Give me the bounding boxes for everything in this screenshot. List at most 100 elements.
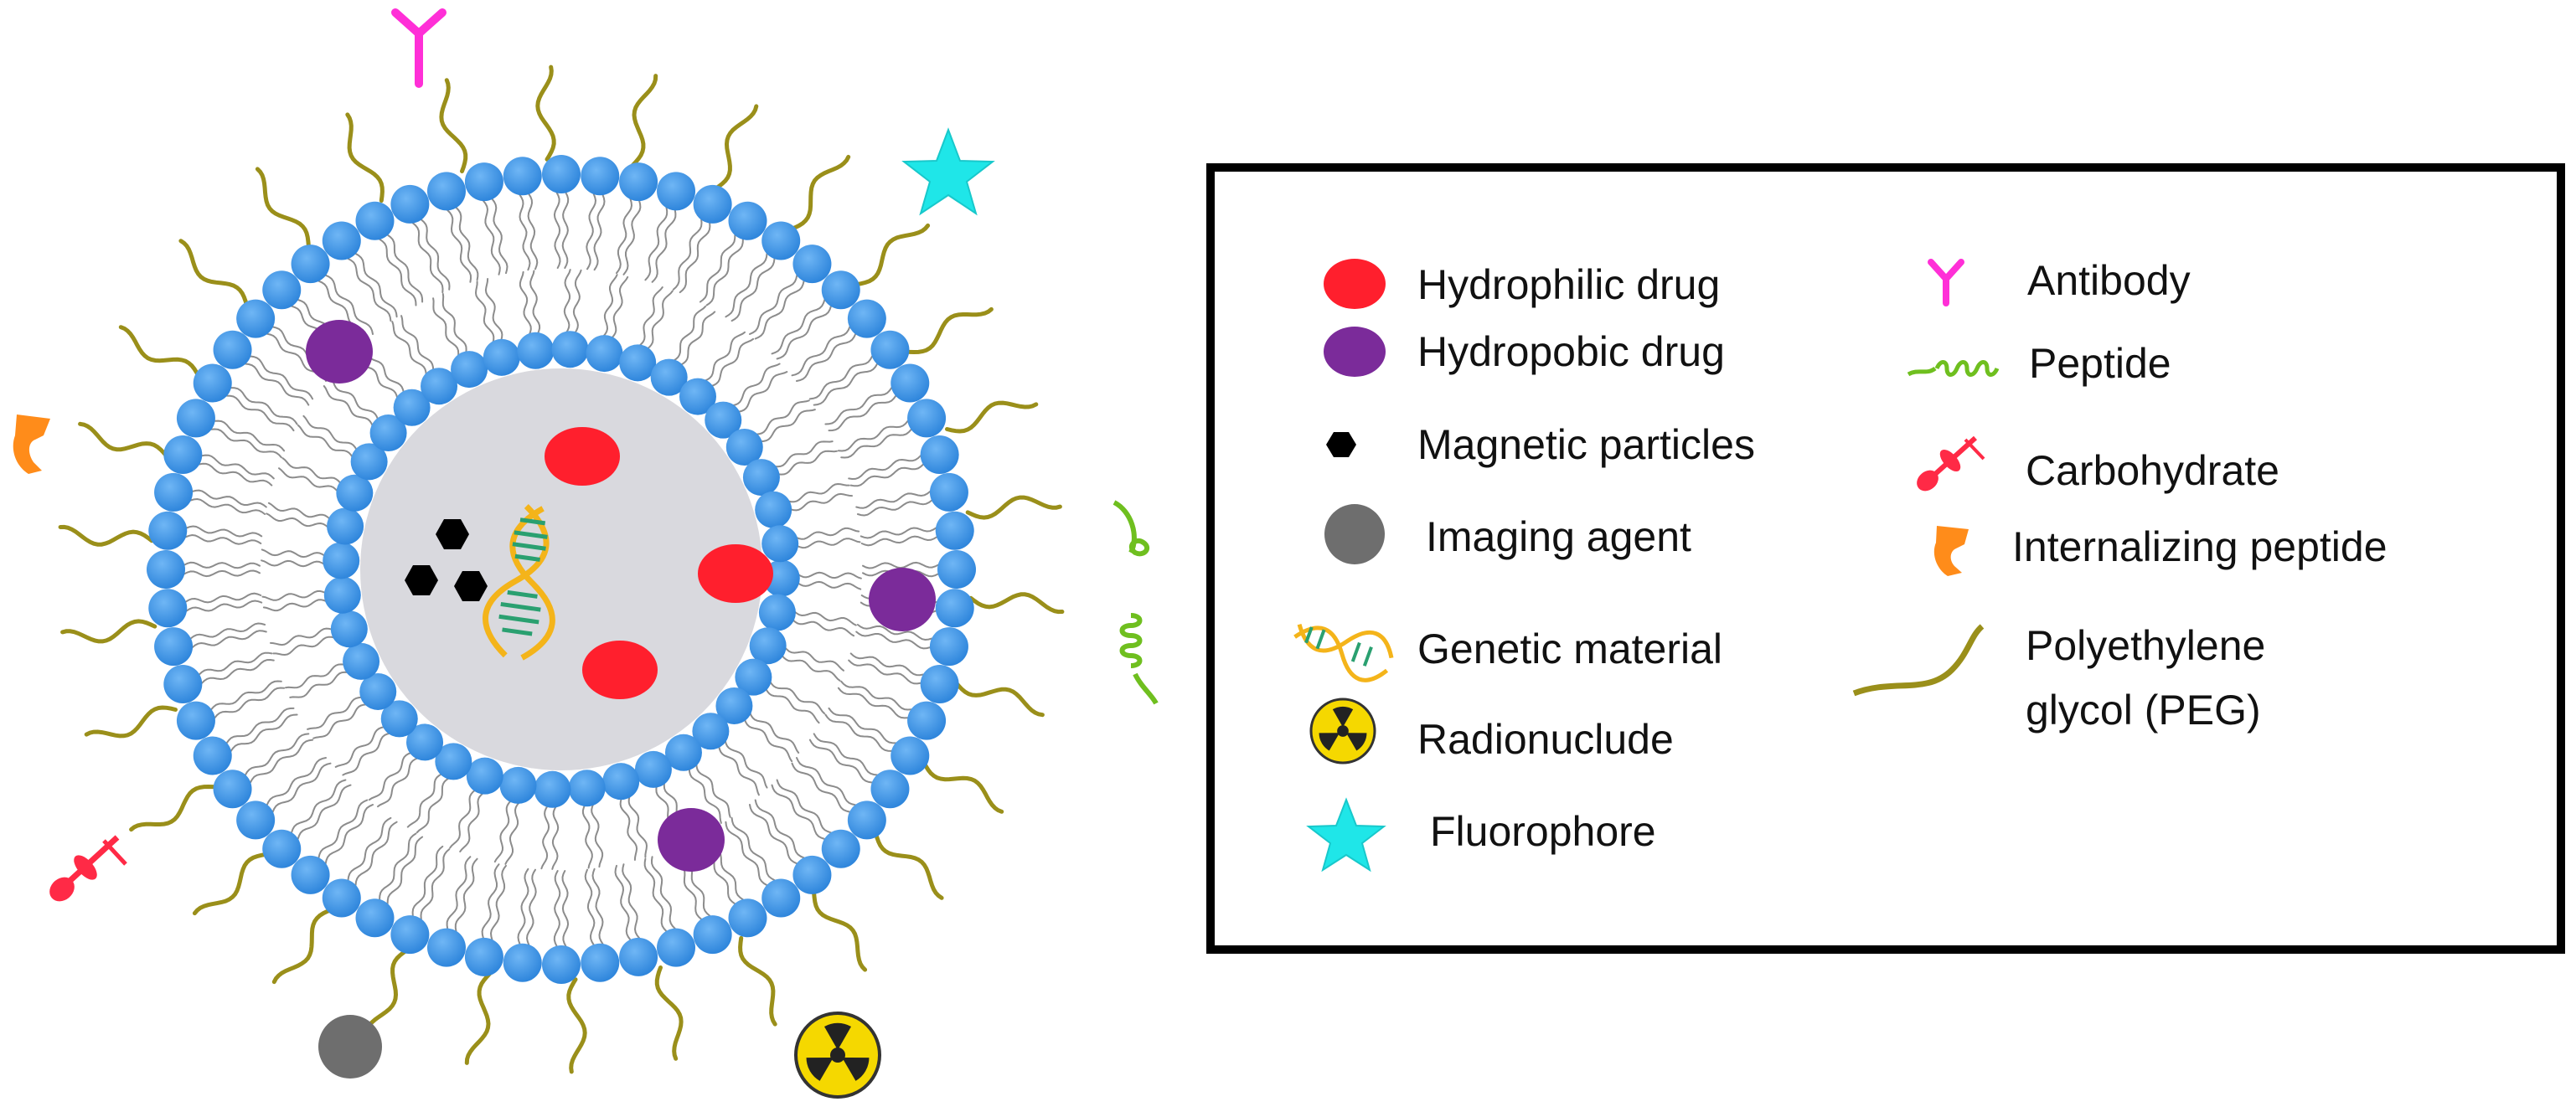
lipid-head xyxy=(551,331,589,368)
lipid-tail xyxy=(795,527,860,540)
lipid-tail xyxy=(672,219,703,291)
lipid-head xyxy=(464,937,503,976)
lipid-head xyxy=(586,335,623,373)
hydrophobic-drug xyxy=(658,808,725,872)
lipid-tail xyxy=(730,816,776,882)
hexagon-icon xyxy=(405,565,438,595)
lipid-tail xyxy=(198,651,273,676)
lipid-head xyxy=(650,358,688,396)
lipid-head xyxy=(213,770,252,809)
lipid-tail xyxy=(201,454,275,480)
peg-chain xyxy=(178,239,250,308)
lipid-tail xyxy=(725,252,768,318)
lipid-tail xyxy=(644,206,669,281)
lipid-tail xyxy=(704,331,746,382)
lipid-head xyxy=(847,299,886,338)
lipid-tail xyxy=(474,281,495,343)
lipid-tail xyxy=(791,326,851,377)
lipid-tail xyxy=(650,856,676,929)
lipid-tail xyxy=(837,420,909,452)
lipid-tail xyxy=(447,209,472,283)
lipid-tail xyxy=(519,193,531,271)
lipid-head xyxy=(163,665,203,704)
lipid-head xyxy=(466,757,503,795)
lipid-tail xyxy=(646,290,674,350)
hydrophilic-drug xyxy=(698,544,773,603)
lipid-head xyxy=(390,915,430,955)
lipid-tail xyxy=(769,681,825,714)
lipid-tail xyxy=(379,238,417,306)
lipid-tail xyxy=(699,234,736,303)
lipid-head xyxy=(451,351,488,389)
lipid-tail xyxy=(849,463,925,487)
orange-hook-icon xyxy=(1933,526,1969,576)
lipid-tail xyxy=(504,801,520,865)
lipid-head xyxy=(148,589,188,628)
lipid-head xyxy=(929,627,968,667)
lipid-tail xyxy=(329,376,379,420)
lipid-head xyxy=(148,511,188,550)
hydrophobic-drug xyxy=(306,320,373,384)
lipid-head xyxy=(749,627,787,665)
lipid-head xyxy=(323,542,360,579)
magnetic-particles xyxy=(405,519,488,601)
lipid-head xyxy=(870,770,910,809)
lipid-tail xyxy=(189,497,266,515)
lipid-tail xyxy=(201,658,275,684)
lipid-head xyxy=(503,943,542,982)
lipid-head xyxy=(742,459,780,497)
lipid-head xyxy=(193,363,232,403)
peptide-coil-icon xyxy=(1907,360,2000,377)
lipid-tail xyxy=(787,482,850,503)
lipid-tail xyxy=(267,502,331,520)
lipid-head xyxy=(758,594,796,631)
lipid-tail xyxy=(455,206,479,281)
lipid-head xyxy=(435,743,472,780)
lipid-tail xyxy=(796,332,857,382)
peg-chain xyxy=(654,965,684,1061)
lipid-tail xyxy=(591,803,604,868)
peg-chain xyxy=(535,64,556,162)
lipid-tail xyxy=(561,192,570,269)
lipid-tail xyxy=(824,387,893,425)
lipid-tail xyxy=(561,870,570,947)
lipid-tail xyxy=(347,816,392,882)
peg-chain xyxy=(945,400,1039,434)
lipid-tail xyxy=(791,762,851,813)
radiation-icon xyxy=(1309,698,1376,764)
peg-chain-icon xyxy=(1852,624,1985,697)
lipid-tail xyxy=(214,420,286,452)
lipid-tail xyxy=(695,763,731,818)
lipid-tail xyxy=(482,199,501,275)
lipid-head xyxy=(355,898,395,938)
lipid-tail xyxy=(391,321,427,376)
genetic-material xyxy=(483,504,555,661)
peg-chain xyxy=(907,306,994,355)
lipid-tail xyxy=(638,286,663,347)
lipid-tail xyxy=(808,739,874,784)
lipid-head xyxy=(657,928,696,967)
peg-chain xyxy=(738,935,777,1027)
lipid-tail xyxy=(540,805,550,870)
peg-chain xyxy=(60,619,157,644)
lipid-tail xyxy=(679,222,711,294)
lipid-tail xyxy=(776,779,832,834)
lipid-tail xyxy=(525,868,537,946)
lipid-head xyxy=(213,330,252,369)
lipid-tail xyxy=(553,192,561,269)
lipid-tail xyxy=(261,559,326,568)
lipid-tail xyxy=(749,274,798,335)
lipid-tail xyxy=(183,569,261,578)
lipid-head xyxy=(715,687,753,724)
lipid-tail xyxy=(760,409,816,443)
lipid-tail xyxy=(781,654,841,682)
legend-label-imaging-agent: Imaging agent xyxy=(1426,513,1691,560)
lipid-tail xyxy=(572,269,582,334)
lipid-tail xyxy=(749,804,798,865)
lipid-head xyxy=(935,511,974,550)
lipid-head xyxy=(937,550,976,589)
peg-chain xyxy=(965,495,1062,520)
lipid-head xyxy=(728,898,767,938)
lipid-tail xyxy=(773,440,834,468)
peg-chain xyxy=(812,890,868,972)
